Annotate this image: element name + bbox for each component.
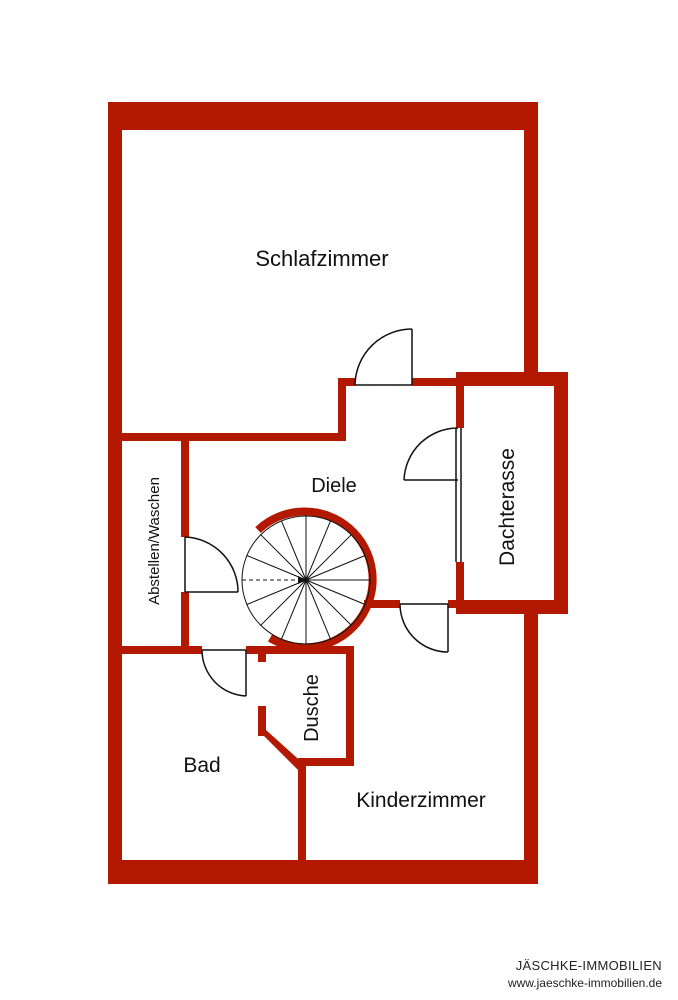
spiral-staircase xyxy=(241,507,377,652)
stair-arrow-icon xyxy=(298,576,306,584)
label-bad: Bad xyxy=(183,754,220,777)
door-dachterasse xyxy=(403,427,462,562)
stair-outer-rail xyxy=(255,507,377,652)
wall-kinder-top-a xyxy=(364,600,400,608)
wall-bottom xyxy=(108,860,538,884)
label-abstellen: Abstellen/Waschen xyxy=(146,477,163,605)
wall-dusche-bottom xyxy=(298,758,354,766)
wall-abstellen-right-bottom xyxy=(181,592,189,648)
wall-schlaf-step xyxy=(338,378,346,441)
stair-tread xyxy=(305,534,352,581)
wall-top xyxy=(108,102,538,130)
stair-tread xyxy=(305,579,352,626)
label-dusche: Dusche xyxy=(301,674,323,742)
stair-tread xyxy=(246,579,307,605)
door-kinderzimmer xyxy=(399,603,449,653)
wall-abstellen-right-top xyxy=(181,437,189,537)
stair-tread xyxy=(260,579,307,626)
stair-tread xyxy=(246,555,307,581)
label-diele: Diele xyxy=(311,475,357,497)
wall-right-upper xyxy=(524,102,538,382)
stair-tread xyxy=(281,579,307,640)
stair-tread xyxy=(281,520,307,581)
stair-tread xyxy=(305,555,366,581)
stair-tread xyxy=(260,534,307,581)
wall-kinder-top-b xyxy=(448,600,538,608)
stair-tread xyxy=(305,579,331,640)
terrace-wall-left-top xyxy=(456,372,464,428)
wall-right-lower xyxy=(524,604,538,884)
terrace-wall-top xyxy=(456,372,568,386)
wall-dusche-right xyxy=(346,646,354,766)
door-schlafzimmer xyxy=(354,328,413,386)
stair-steps xyxy=(246,516,370,644)
wall-dusche-stub xyxy=(258,646,266,662)
door-abstellen xyxy=(184,536,239,593)
outer-walls xyxy=(108,102,568,884)
brand-url: www.jaeschke-immobilien.de xyxy=(507,976,662,990)
wall-schlaf-bottom-b xyxy=(412,378,460,386)
wall-dusche-diagonal xyxy=(258,730,306,770)
terrace-wall-right xyxy=(554,372,568,614)
inner-walls xyxy=(108,378,538,872)
wall-left xyxy=(108,102,122,884)
brand-name: JÄSCHKE-IMMOBILIEN xyxy=(515,958,662,973)
label-schlafzimmer: Schlafzimmer xyxy=(255,246,388,271)
wall-dusche-lower-stub xyxy=(258,706,266,736)
wall-schlaf-bottom-left xyxy=(108,433,346,441)
wall-schlaf-bottom-a xyxy=(338,378,355,386)
label-dachterasse: Dachterasse xyxy=(496,448,519,566)
stair-tread xyxy=(305,520,331,581)
terrace-wall-left-bottom xyxy=(456,562,464,614)
wall-bad-top-left xyxy=(108,646,202,654)
doors xyxy=(184,328,462,697)
wall-bad-right xyxy=(298,760,306,872)
stair-tread xyxy=(305,579,366,605)
door-bad xyxy=(201,649,247,697)
label-kinderzimmer: Kinderzimmer xyxy=(356,789,486,812)
